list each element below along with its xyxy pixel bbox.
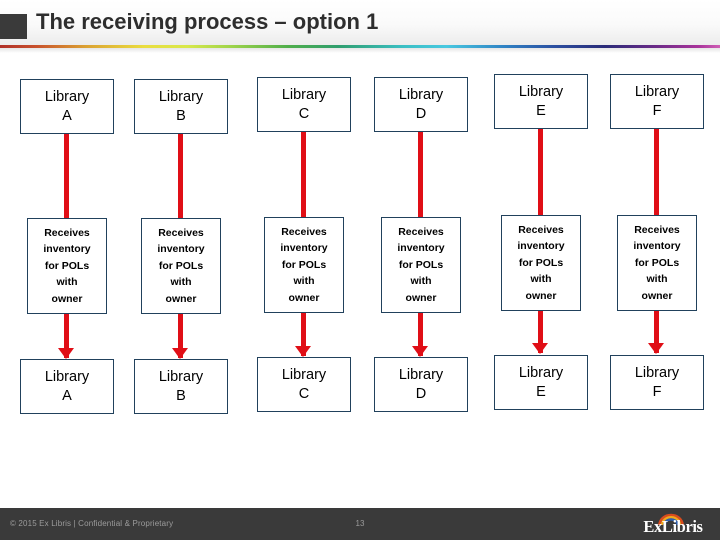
flow-column-e: Library E Receives inventory for POLs wi… (494, 53, 590, 503)
node-library-top-b[interactable]: Library B (134, 79, 228, 134)
node-label-line1: Library (634, 364, 680, 381)
process-line2: inventory (157, 243, 205, 256)
process-line3: for POLs (634, 256, 680, 269)
header-shadow (0, 48, 720, 53)
flow-column-a: Library A Receives inventory for POLs wi… (20, 53, 116, 503)
node-label-line1: Library (281, 366, 327, 383)
node-library-top-f[interactable]: Library F (610, 74, 704, 129)
process-line3: for POLs (158, 259, 204, 272)
node-library-bottom-d[interactable]: Library D (374, 357, 468, 412)
node-label-line1: Library (44, 88, 90, 105)
process-line3: for POLs (518, 256, 564, 269)
node-label-line1: Library (281, 86, 327, 103)
node-label-line2: E (536, 383, 546, 400)
process-line4: with (56, 276, 78, 289)
node-label-line2: D (415, 105, 427, 122)
process-line5: owner (641, 289, 673, 302)
node-library-bottom-c[interactable]: Library C (257, 357, 351, 412)
arrowhead-a (58, 348, 74, 359)
node-library-bottom-f[interactable]: Library F (610, 355, 704, 410)
process-line2: inventory (280, 242, 328, 255)
process-line1: Receives (44, 226, 90, 239)
node-library-bottom-e[interactable]: Library E (494, 355, 588, 410)
node-library-top-e[interactable]: Library E (494, 74, 588, 129)
footer-copyright: © 2015 Ex Libris | Confidential & Propri… (10, 519, 174, 528)
node-process-f[interactable]: Receives inventory for POLs with owner (617, 215, 697, 311)
node-process-a[interactable]: Receives inventory for POLs with owner (27, 218, 107, 314)
process-line2: inventory (517, 240, 565, 253)
slide-header: The receiving process – option 1 (0, 0, 720, 53)
process-line1: Receives (158, 226, 204, 239)
process-line3: for POLs (44, 259, 90, 272)
node-label-line2: C (298, 385, 310, 402)
node-label-line2: D (415, 385, 427, 402)
node-process-d[interactable]: Receives inventory for POLs with owner (381, 217, 461, 313)
node-label-line1: Library (44, 368, 90, 385)
exlibris-logo: ExLibris (632, 512, 714, 537)
process-line4: with (646, 273, 668, 286)
flow-column-c: Library C Receives inventory for POLs wi… (257, 53, 353, 503)
node-label-line2: F (652, 383, 662, 400)
process-line4: with (410, 275, 432, 288)
node-library-top-a[interactable]: Library A (20, 79, 114, 134)
exlibris-logo-text: ExLibris (643, 517, 703, 536)
process-line5: owner (288, 291, 320, 304)
process-diagram: Library A Receives inventory for POLs wi… (0, 53, 720, 503)
node-library-top-d[interactable]: Library D (374, 77, 468, 132)
process-line3: for POLs (281, 258, 327, 271)
flow-column-b: Library B Receives inventory for POLs wi… (134, 53, 230, 503)
node-label-line2: A (62, 387, 72, 404)
node-label-line1: Library (158, 368, 204, 385)
node-label-line1: Library (518, 364, 564, 381)
process-line5: owner (405, 291, 437, 304)
node-library-top-c[interactable]: Library C (257, 77, 351, 132)
process-line1: Receives (518, 223, 564, 236)
node-process-e[interactable]: Receives inventory for POLs with owner (501, 215, 581, 311)
process-line4: with (530, 273, 552, 286)
node-label-line1: Library (398, 366, 444, 383)
process-line5: owner (525, 289, 557, 302)
arrowhead-e (532, 343, 548, 354)
node-label-line2: B (176, 107, 186, 124)
flow-column-f: Library F Receives inventory for POLs wi… (610, 53, 706, 503)
node-label-line2: B (176, 387, 186, 404)
node-label-line1: Library (158, 88, 204, 105)
square-bullet-icon (0, 14, 27, 39)
process-line1: Receives (634, 223, 680, 236)
process-line1: Receives (281, 225, 327, 238)
rainbow-arc-icon (658, 513, 684, 525)
footer-page-number: 13 (355, 519, 365, 528)
process-line5: owner (51, 292, 83, 305)
process-line4: with (293, 275, 315, 288)
node-library-bottom-a[interactable]: Library A (20, 359, 114, 414)
arrowhead-f (648, 343, 664, 354)
process-line2: inventory (633, 240, 681, 253)
arrowhead-d (412, 346, 428, 357)
node-label-line2: E (536, 102, 546, 119)
node-label-line1: Library (518, 83, 564, 100)
process-line2: inventory (43, 243, 91, 256)
flow-column-d: Library D Receives inventory for POLs wi… (374, 53, 470, 503)
node-label-line2: F (652, 102, 662, 119)
page-title: The receiving process – option 1 (36, 9, 379, 34)
node-process-b[interactable]: Receives inventory for POLs with owner (141, 218, 221, 314)
node-label-line1: Library (398, 86, 444, 103)
process-line5: owner (165, 292, 197, 305)
node-label-line2: C (298, 105, 310, 122)
node-label-line2: A (62, 107, 72, 124)
arrowhead-b (172, 348, 188, 359)
process-line4: with (170, 276, 192, 289)
node-library-bottom-b[interactable]: Library B (134, 359, 228, 414)
node-process-c[interactable]: Receives inventory for POLs with owner (264, 217, 344, 313)
node-label-line1: Library (634, 83, 680, 100)
slide-footer: © 2015 Ex Libris | Confidential & Propri… (0, 508, 720, 540)
process-line2: inventory (397, 242, 445, 255)
rainbow-accent-rule (0, 45, 720, 48)
arrowhead-c (295, 346, 311, 357)
process-line1: Receives (398, 225, 444, 238)
process-line3: for POLs (398, 258, 444, 271)
